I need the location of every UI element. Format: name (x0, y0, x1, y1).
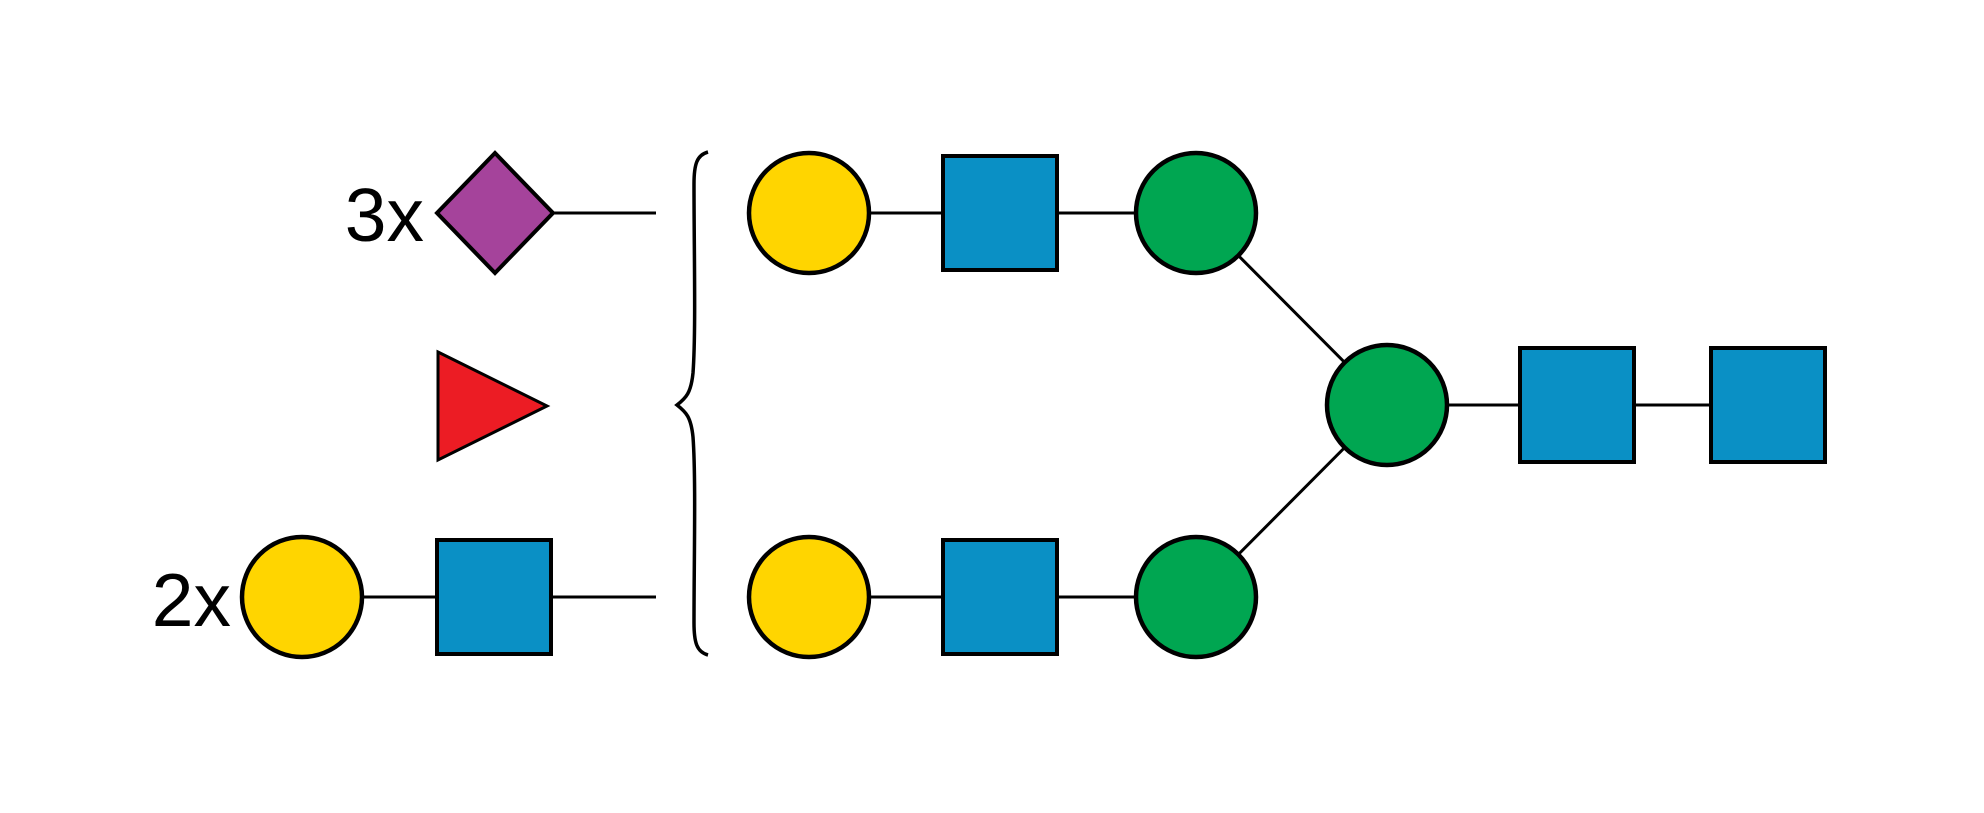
glcnac-square-bottom-icon (941, 538, 1059, 656)
glcnac-square-variable-icon (435, 538, 553, 656)
mannose-circle-top-icon (1133, 150, 1259, 276)
galactose-circle-bottom-icon (746, 534, 872, 660)
glcnac-square-core-reducing-icon (1709, 346, 1827, 464)
galactose-circle-variable-icon (239, 534, 365, 660)
glcnac-square-top-icon (941, 154, 1059, 272)
neu5ac-diamond-icon (434, 150, 556, 276)
bottom-multiplier-label: 2x (152, 558, 231, 642)
top-multiplier-label: 3x (345, 173, 424, 257)
curly-brace (674, 150, 709, 657)
glycan-nodes (239, 150, 1827, 660)
multiplier-labels: 3x 2x (152, 173, 424, 642)
glcnac-square-core-inner-icon (1518, 346, 1636, 464)
mannose-circle-core-icon (1324, 342, 1450, 468)
galactose-circle-top-icon (746, 150, 872, 276)
fucose-triangle-icon (436, 349, 551, 463)
mannose-circle-bottom-icon (1133, 534, 1259, 660)
